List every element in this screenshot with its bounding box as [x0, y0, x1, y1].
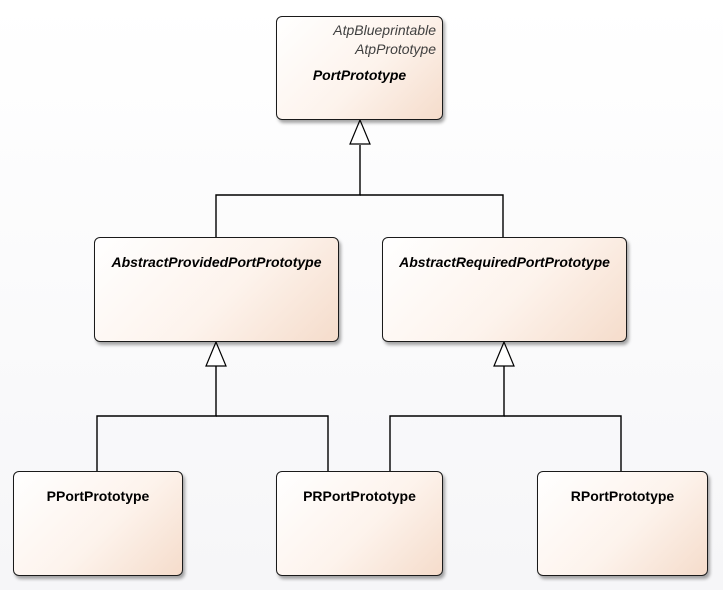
generalization-provided-to-portprototype: [215, 145, 361, 237]
generalization-arrowhead-provided: [205, 340, 227, 367]
generalization-rport-to-required: [504, 415, 622, 471]
class-name-abstract-required: AbstractRequiredPortPrototype: [399, 254, 610, 270]
class-abstract-provided-port-prototype[interactable]: AbstractProvidedPortPrototype: [94, 237, 339, 342]
generalization-prport-to-required: [389, 366, 505, 471]
class-name-abstract-provided: AbstractProvidedPortPrototype: [111, 254, 322, 270]
generalization-required-to-portprototype: [360, 194, 504, 237]
class-prport-prototype[interactable]: PRPortPrototype: [276, 471, 443, 576]
class-name-rport: RPortPrototype: [570, 488, 675, 504]
generalization-arrowhead-required: [493, 340, 515, 367]
class-name-prport: PRPortPrototype: [303, 488, 416, 504]
generalization-arrowhead-portprototype: [349, 118, 371, 145]
stereotype-atpprototype: AtpPrototype: [355, 41, 436, 57]
stereotype-atpblueprintable: AtpBlueprintable: [333, 22, 436, 38]
class-name-pport: PPortPrototype: [46, 488, 150, 504]
generalization-prport-to-provided: [216, 415, 329, 471]
class-name-port-prototype: PortPrototype: [312, 67, 407, 83]
class-pport-prototype[interactable]: PPortPrototype: [13, 471, 183, 576]
class-rport-prototype[interactable]: RPortPrototype: [537, 471, 708, 576]
generalization-pport-to-provided: [96, 366, 217, 471]
class-abstract-required-port-prototype[interactable]: AbstractRequiredPortPrototype: [382, 237, 627, 342]
class-port-prototype[interactable]: AtpBlueprintable AtpPrototype PortProtot…: [276, 16, 443, 120]
